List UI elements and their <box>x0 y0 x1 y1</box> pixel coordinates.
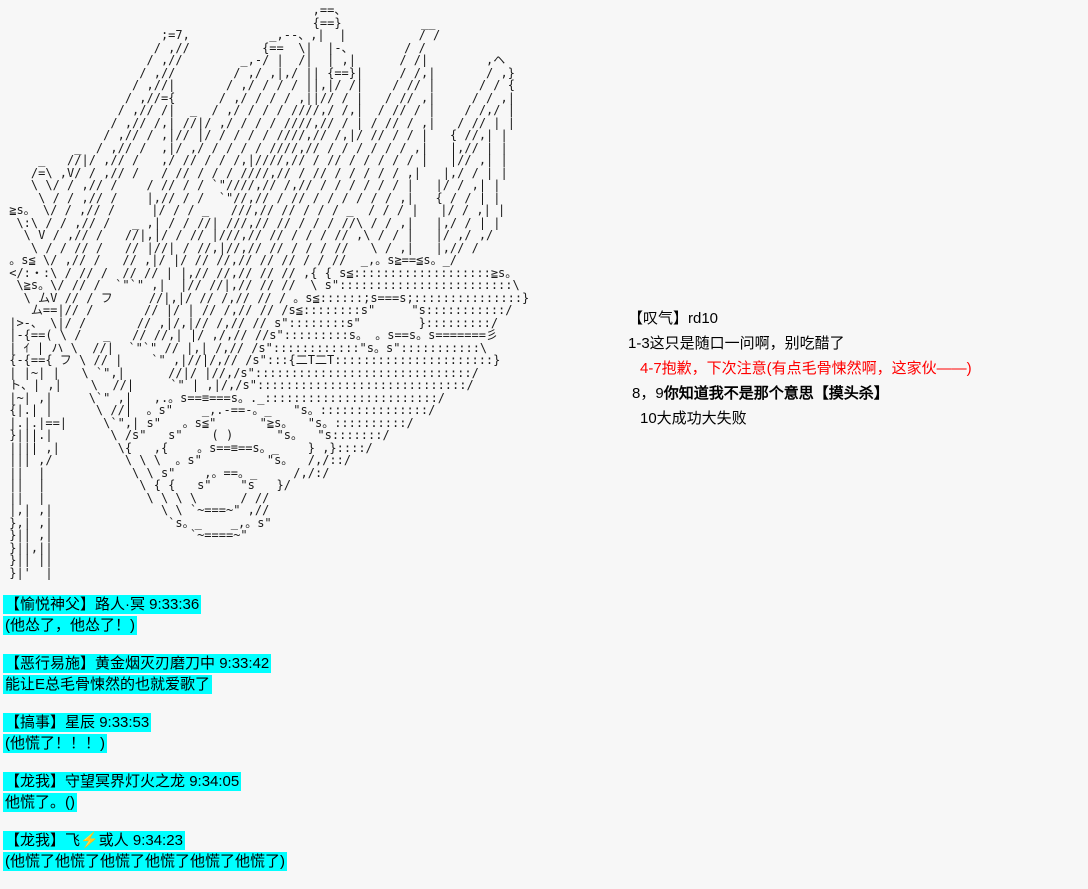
chat-content-line: (他怂了，他怂了！) <box>3 615 287 636</box>
chat-content: (他慌了！！！) <box>3 734 107 753</box>
chat-timestamp: 9:34:05 <box>189 773 240 790</box>
chat-messages: 【愉悦神父】路人·冥 9:33:36 (他怂了，他怂了！) 【恶行易施】黄金烟灭… <box>3 594 287 889</box>
chat-author: 【搞事】星辰 <box>5 714 96 731</box>
chat-content: (他慌了他慌了他慌了他慌了他慌了他慌了) <box>3 852 287 871</box>
dice-option-4: 10大成功大失败 <box>640 410 747 427</box>
dice-header: 【叹气】rd10 <box>628 310 719 327</box>
chat-content-line: (他慌了他慌了他慌了他慌了他慌了他慌了) <box>3 851 287 872</box>
chat-author: 【愉悦神父】路人·冥 <box>5 596 145 613</box>
chat-message: 【龙我】飞⚡或人 9:34:23 (他慌了他慌了他慌了他慌了他慌了他慌了) <box>3 830 287 872</box>
chat-message: 【愉悦神父】路人·冥 9:33:36 (他怂了，他怂了！) <box>3 594 287 636</box>
chat-author-line: 【搞事】星辰 9:33:53 <box>3 712 287 733</box>
dice-option-2: 4-7抱歉，下次注意(有点毛骨悚然啊，这家伙——) <box>640 360 972 377</box>
chat-content-line: 他慌了。() <box>3 792 287 813</box>
chat-message: 【恶行易施】黄金烟灭刃磨刀中 9:33:42 能让E总毛骨悚然的也就爱歌了 <box>3 653 287 695</box>
chat-timestamp: 9:33:42 <box>219 655 270 672</box>
chat-timestamp: 9:34:23 <box>132 832 183 849</box>
chat-content: (他怂了，他怂了！) <box>3 616 137 635</box>
chat-author: 【恶行易施】黄金烟灭刃磨刀中 <box>5 655 216 672</box>
dice-option-1: 1-3这只是随口一问啊，别吃醋了 <box>628 335 845 352</box>
chat-timestamp: 9:33:53 <box>99 714 150 731</box>
dice-option-3-bold: 你知道我不是那个意思【摸头杀】 <box>663 385 889 402</box>
dice-option-3-prefix: 8，9 <box>632 385 664 402</box>
chat-content-line: 能让E总毛骨悚然的也就爱歌了 <box>3 674 287 695</box>
chat-content: 能让E总毛骨悚然的也就爱歌了 <box>3 675 213 694</box>
chat-author-line: 【愉悦神父】路人·冥 9:33:36 <box>3 594 287 615</box>
chat-message: 【搞事】星辰 9:33:53 (他慌了！！！) <box>3 712 287 754</box>
chat-author: 【龙我】守望冥界灯火之龙 <box>5 773 186 790</box>
dice-roll-block: 【叹气】rd10 1-3这只是随口一问啊，别吃醋了 4-7抱歉，下次注意(有点毛… <box>628 306 972 431</box>
chat-content-line: (他慌了！！！) <box>3 733 287 754</box>
chat-author: 【龙我】飞⚡或人 <box>5 832 129 849</box>
chat-message: 【龙我】守望冥界灯火之龙 9:34:05 他慌了。() <box>3 771 287 813</box>
chat-author-line: 【龙我】守望冥界灯火之龙 9:34:05 <box>3 771 287 792</box>
chat-author-line: 【龙我】飞⚡或人 9:34:23 <box>3 830 287 851</box>
dice-option-3: 8，9你知道我不是那个意思【摸头杀】 <box>628 381 972 406</box>
ascii-art: ,==、 {==} __ ;=7, _,--、,| | / / / ,// {=… <box>9 3 530 580</box>
chat-timestamp: 9:33:36 <box>149 596 200 613</box>
chat-author-line: 【恶行易施】黄金烟灭刃磨刀中 9:33:42 <box>3 653 287 674</box>
chat-content: 他慌了。() <box>3 793 77 812</box>
